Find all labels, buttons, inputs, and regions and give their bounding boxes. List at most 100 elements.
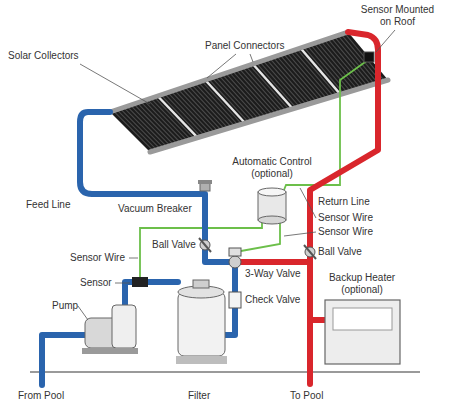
leader-line — [129, 258, 138, 259]
roof-sensor — [364, 52, 374, 62]
leader-line — [250, 54, 253, 62]
vacuum-breaker — [198, 180, 212, 191]
collector-tube — [314, 43, 354, 90]
collector-tube — [280, 55, 320, 101]
feed-pipe — [42, 335, 85, 385]
backup-heater — [333, 308, 392, 330]
collector-tube — [249, 65, 289, 110]
leader-line — [300, 188, 316, 218]
collector-tube — [266, 59, 306, 104]
callout-label: Sensor — [80, 277, 112, 289]
automatic-control — [258, 188, 286, 224]
callout-label: Check Valve — [245, 294, 300, 306]
filter — [176, 356, 227, 364]
collector-tube — [287, 53, 327, 99]
callout-label: Sensor Wire — [70, 252, 125, 264]
collector-tube — [328, 39, 368, 86]
collector-tube — [246, 66, 286, 111]
pump — [112, 305, 136, 348]
ground-line — [30, 371, 420, 373]
collector-tube — [334, 37, 374, 85]
panel-seam — [205, 80, 245, 123]
filter — [193, 280, 209, 288]
callout-label: Return Line — [318, 196, 370, 208]
automatic-control — [258, 188, 286, 196]
collector-tube — [317, 42, 357, 89]
callout-label: Sensor Wire — [318, 212, 373, 224]
collector-tube — [260, 62, 300, 107]
pump — [82, 305, 138, 354]
callout-label: To Pool — [290, 390, 323, 402]
leader-line — [80, 64, 150, 104]
feed-pipe — [42, 112, 235, 385]
collector-tube — [236, 70, 276, 114]
sensor-wire — [140, 60, 368, 278]
vacuum-breaker — [200, 183, 210, 191]
collector-tube — [229, 72, 269, 116]
filter — [176, 280, 227, 364]
collector-tube — [300, 48, 340, 94]
panel-seam — [300, 48, 340, 94]
collector-tube — [239, 69, 279, 113]
callout-label: From Pool — [18, 390, 64, 402]
callout-label: Pump — [52, 300, 78, 312]
callout-label: 3-Way Valve — [245, 268, 301, 280]
three-way-valve — [229, 256, 241, 268]
callout-label: Ball Valve — [318, 246, 362, 258]
callout-label: Solar Collectors — [8, 50, 79, 62]
pool-sensor — [132, 277, 148, 287]
leader-line — [284, 232, 316, 236]
roof-sensor — [364, 52, 374, 62]
backup-heater — [325, 300, 400, 364]
pool-sensor — [132, 277, 148, 287]
check-valve — [229, 292, 241, 308]
callout-label: Automatic Control (optional) — [222, 156, 322, 180]
feed-pipe — [80, 112, 235, 262]
ball-valve — [304, 245, 316, 259]
panel-connector — [150, 80, 388, 152]
return-pipe — [310, 317, 325, 323]
collector-tube — [273, 57, 313, 102]
leader-line — [376, 30, 395, 52]
sensor-wire — [241, 222, 280, 251]
collector-tube — [253, 64, 293, 109]
collector-tube — [270, 58, 310, 103]
automatic-control — [258, 216, 286, 224]
collector-tube — [283, 54, 323, 100]
callout-label: Sensor Wire — [318, 226, 373, 238]
collector-tube — [338, 35, 378, 83]
collector-tube — [324, 40, 364, 87]
collector-tube — [294, 50, 334, 96]
callout-label: Ball Valve — [152, 239, 196, 251]
ball-valve — [199, 238, 316, 259]
collector-tube — [256, 63, 296, 108]
callout-label: Filter — [188, 390, 210, 402]
collector-tube — [277, 56, 317, 102]
backup-heater — [325, 300, 400, 364]
callout-label: Feed Line — [26, 199, 70, 211]
check-valve — [229, 292, 241, 308]
solar-collector — [110, 32, 388, 152]
panel-connector — [110, 32, 348, 112]
collector-tube — [307, 46, 347, 93]
collector-tube — [226, 73, 266, 117]
callout-label: Sensor Mounted on Roof — [355, 4, 440, 28]
ground-line — [30, 372, 420, 373]
pump — [82, 348, 138, 354]
vacuum-breaker — [198, 180, 212, 184]
ball-valve — [199, 238, 211, 252]
solar-collector — [110, 32, 388, 152]
filter — [178, 292, 225, 356]
leader-line — [115, 283, 130, 284]
callout-label: Backup Heater (optional) — [322, 272, 402, 296]
leader-line — [78, 306, 88, 320]
panel-seam — [158, 96, 198, 138]
panel-seam — [253, 64, 293, 109]
collector-tube — [304, 47, 344, 94]
three-way-valve — [229, 248, 241, 256]
callout-label: Vacuum Breaker — [118, 203, 192, 215]
leader-line — [207, 54, 236, 78]
callout-label: Panel Connectors — [205, 40, 285, 52]
return-pipe — [235, 259, 310, 265]
